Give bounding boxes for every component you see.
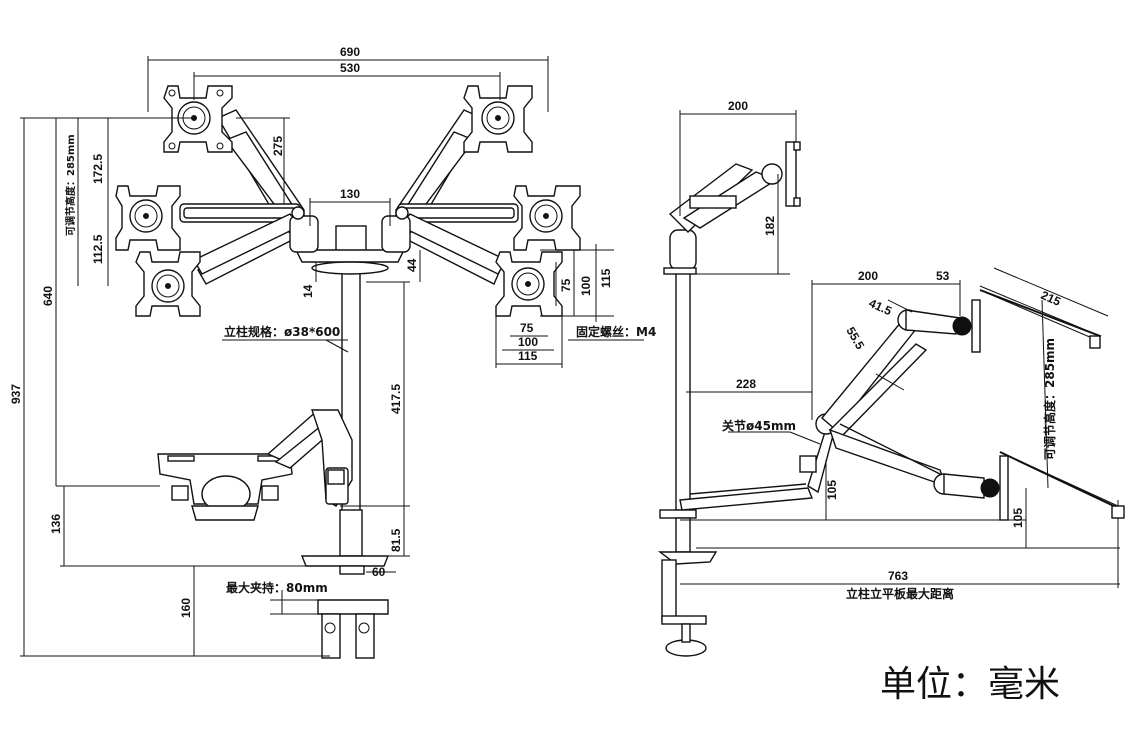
dim-44: 44 xyxy=(405,258,419,272)
vesa-plate-top-left xyxy=(163,85,233,153)
dim-vesa-75-w: 75 xyxy=(520,321,534,335)
left-upper-arms xyxy=(179,109,319,285)
desk-clamp xyxy=(300,555,390,659)
front-dimension-lines xyxy=(20,56,644,657)
side-dimension-texts: 200 182 200 53 41.5 55.5 228 215 可调节高度：2… xyxy=(722,99,1063,601)
label-adjust-height-front: 可调节高度：285mm xyxy=(64,134,77,236)
label-adjust-height-side: 可调节高度：285mm xyxy=(1042,338,1057,460)
dim-vesa-100-w: 100 xyxy=(518,335,538,349)
label-pole-spec: 立柱规格：ø38*600 xyxy=(224,324,340,339)
dim-182: 182 xyxy=(763,216,777,236)
dim-112-5: 112.5 xyxy=(91,234,105,264)
lower-arm xyxy=(266,409,353,507)
dim-160: 160 xyxy=(179,598,193,618)
dim-vesa-75-h: 75 xyxy=(559,278,573,292)
dim-105-right: 105 xyxy=(1011,508,1025,528)
dim-vesa-115-h: 115 xyxy=(599,268,613,288)
dim-417-5: 417.5 xyxy=(389,384,403,414)
dim-172-5: 172.5 xyxy=(91,154,105,184)
dim-640: 640 xyxy=(41,286,55,306)
label-pole-to-plate: 立柱立平板最大距离 xyxy=(846,586,954,601)
dim-763: 763 xyxy=(888,569,908,583)
dim-200: 200 xyxy=(858,269,878,283)
vesa-plate-top-right xyxy=(463,85,533,153)
label-joint: 关节ø45mm xyxy=(722,418,796,433)
dim-vesa-115-w: 115 xyxy=(518,349,538,363)
vesa-plate-mid-right xyxy=(513,185,581,251)
dim-530: 530 xyxy=(340,61,360,75)
vesa-plate-bottom-left xyxy=(135,251,201,317)
dim-60: 60 xyxy=(372,565,386,579)
side-view-bottom xyxy=(657,299,1009,657)
label-fixing-screw: 固定螺丝：M4 xyxy=(576,324,656,339)
dim-130: 130 xyxy=(340,187,360,201)
dim-55-5: 55.5 xyxy=(843,325,867,353)
side-view: 200 182 200 53 41.5 55.5 228 215 可调节高度：2… xyxy=(657,99,1125,657)
dim-41-5: 41.5 xyxy=(867,296,894,318)
dim-136: 136 xyxy=(49,514,63,534)
dim-937: 937 xyxy=(9,384,23,404)
vesa-plate-mid-left xyxy=(115,185,181,251)
unit-note: 单位：毫米 xyxy=(880,664,1060,705)
label-max-clamp: 最大夹持：80mm xyxy=(226,580,328,595)
dim-200-top: 200 xyxy=(728,99,748,113)
dim-14: 14 xyxy=(301,284,315,298)
laptop-tray xyxy=(157,453,293,521)
vesa-plate-bottom-right xyxy=(495,251,563,317)
dim-228: 228 xyxy=(736,377,756,391)
right-upper-arms xyxy=(381,109,519,285)
front-dimension-texts: 690 530 130 275 172.5 112.5 可调节高度：285mm … xyxy=(9,45,656,618)
dim-275: 275 xyxy=(271,136,285,156)
dim-81-5: 81.5 xyxy=(389,528,403,552)
dim-53: 53 xyxy=(936,269,950,283)
front-view: 690 530 130 275 172.5 112.5 可调节高度：285mm … xyxy=(9,45,656,659)
dim-690: 690 xyxy=(340,45,360,59)
top-hub xyxy=(294,249,406,275)
dim-105-left: 105 xyxy=(825,480,839,500)
side-view-top xyxy=(663,141,801,511)
dim-vesa-100-h: 100 xyxy=(579,276,593,296)
side-dimension-lines xyxy=(679,110,1125,588)
